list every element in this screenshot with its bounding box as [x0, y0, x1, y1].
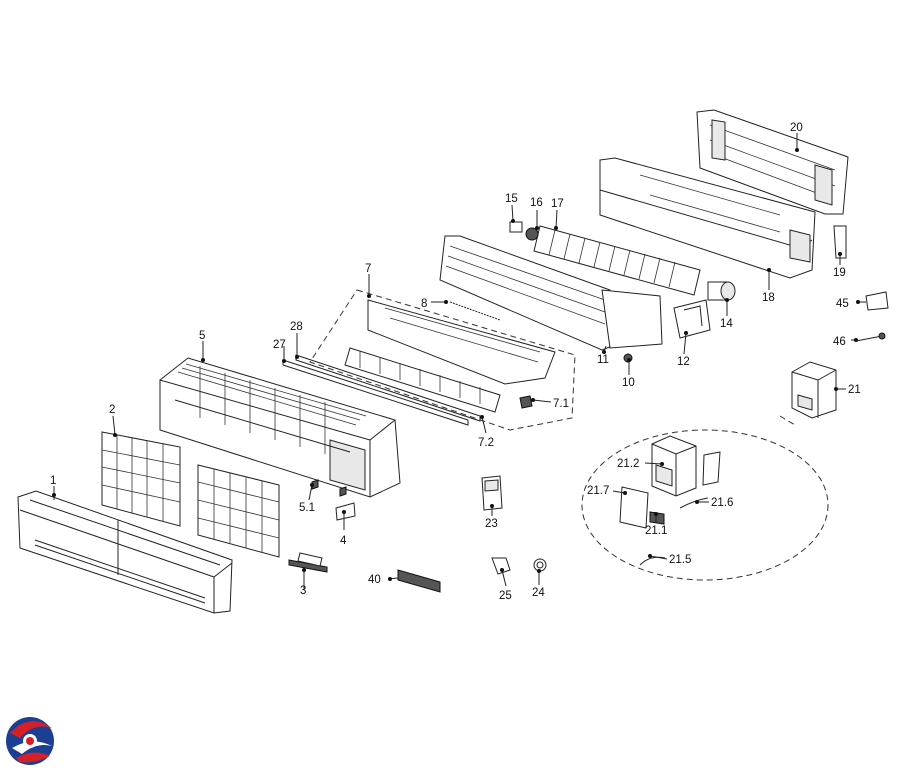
callout-19: 19: [833, 267, 846, 279]
part-bracket-small: [833, 225, 847, 259]
callout-28: 28: [290, 321, 303, 333]
callout-11: 11: [597, 354, 609, 366]
callout-1: 1: [50, 475, 56, 487]
callout-21-6: 21.6: [711, 497, 733, 509]
part-sensor-clip: [865, 291, 889, 311]
callout-12: 12: [677, 356, 690, 368]
callout-5: 5: [199, 330, 205, 342]
part-insulation-strip: [397, 569, 441, 593]
callout-21-2: 21.2: [617, 458, 639, 470]
part-brackets: [288, 552, 328, 573]
part-mounting-plate: [696, 109, 849, 215]
callout-5-1: 5.1: [299, 502, 315, 514]
callout-2: 2: [109, 404, 115, 416]
callout-3: 3: [300, 585, 306, 597]
callout-15: 15: [505, 193, 518, 205]
callout-45: 45: [836, 298, 849, 310]
callout-7: 7: [365, 263, 371, 275]
callout-16: 16: [530, 197, 543, 209]
callout-24: 24: [532, 587, 545, 599]
part-seal-ring: [533, 558, 547, 572]
callout-4: 4: [340, 535, 347, 547]
part-chassis: [599, 157, 816, 279]
part-fan-bearing: [509, 221, 539, 241]
part-motor: [707, 281, 736, 301]
part-spring: [449, 301, 501, 321]
callout-46: 46: [833, 336, 846, 348]
callout-labels: 1 2 3 4 5 5.1 7 7.1 7.2 8 10 11 12 14 15…: [50, 122, 861, 602]
callout-21-1: 21.1: [645, 525, 667, 537]
part-drain-fitting: [491, 557, 511, 575]
callout-7-1: 7.1: [553, 398, 569, 410]
callout-40: 40: [368, 574, 381, 586]
part-crossflow-fan: [533, 225, 701, 296]
part-sensor-probe: [855, 332, 886, 342]
callout-21: 21: [848, 384, 861, 396]
part-right-filter: [197, 464, 280, 558]
callout-10: 10: [622, 377, 635, 389]
callout-14: 14: [720, 318, 733, 330]
callout-20: 20: [790, 122, 803, 134]
callout-17: 17: [551, 198, 564, 210]
part-evaporator: [439, 235, 663, 351]
brand-logo: [6, 717, 54, 765]
part-front-housing: [159, 357, 401, 498]
callout-27: 27: [273, 339, 286, 351]
part-front-panel: [17, 490, 233, 614]
callout-leaders: [52, 133, 866, 590]
callout-7-2: 7.2: [478, 437, 494, 449]
callout-21-7: 21.7: [587, 485, 609, 497]
callout-8: 8: [421, 298, 427, 310]
detail-control-box-breakout: [581, 415, 829, 581]
part-motor-clamp: [673, 299, 711, 339]
callout-21-5: 21.5: [669, 554, 691, 566]
part-louver-assembly: [309, 289, 576, 431]
callout-23: 23: [485, 518, 498, 530]
callout-18: 18: [762, 292, 775, 304]
part-control-box: [791, 361, 837, 419]
part-left-filter: [101, 431, 181, 527]
part-remote-control: [481, 475, 503, 511]
callout-25: 25: [499, 590, 512, 602]
